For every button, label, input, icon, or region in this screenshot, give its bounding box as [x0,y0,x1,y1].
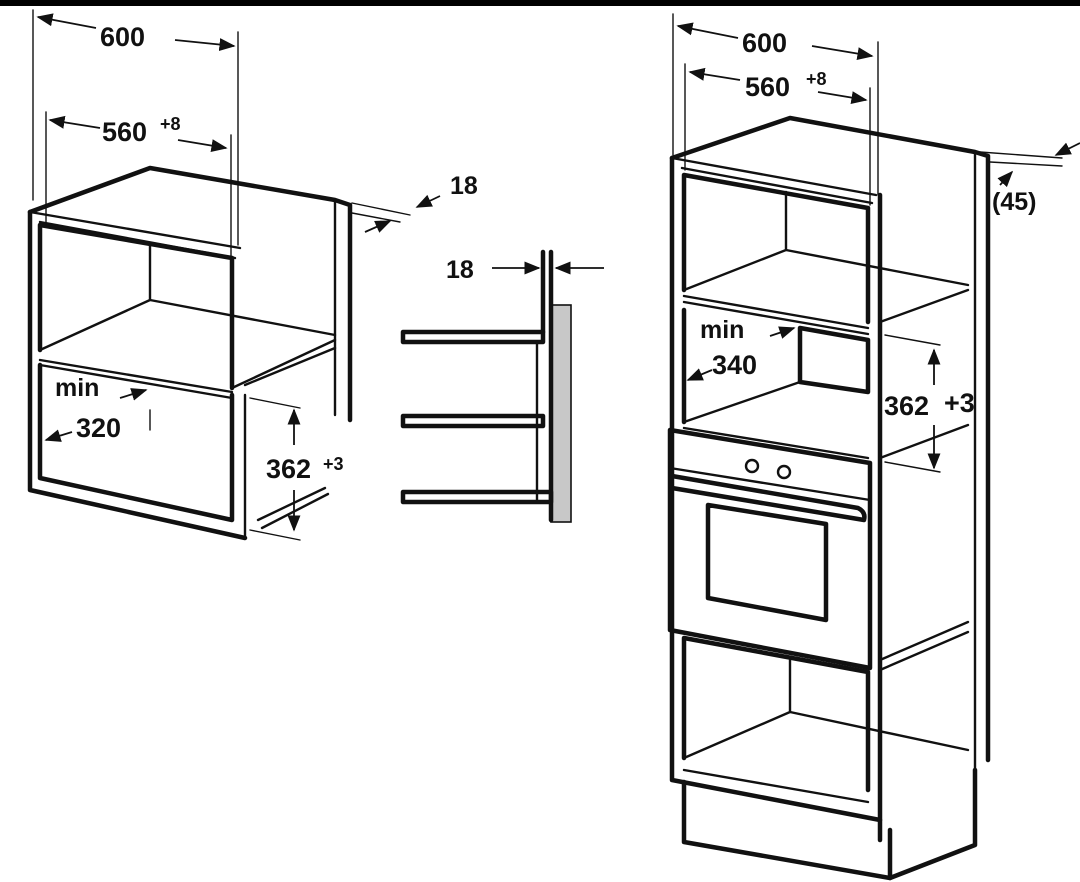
left-inner-width-tolerance: +8 [160,114,181,134]
right-gap-label: (45) [992,188,1036,216]
right-inner-width-tolerance: +8 [806,69,827,89]
middle-thickness-label: 18 [446,256,474,284]
right-height-tolerance: +3 [944,388,975,418]
left-dimension-arrows [36,13,441,532]
left-min-depth-label: 320 [76,413,121,443]
left-width-label: 600 [100,22,145,52]
left-height-tolerance: +3 [323,454,344,474]
middle-bracket-detail: 18 [400,249,604,523]
left-dimension-labels: 600 560 +8 18 min 320 362 +3 [55,22,478,484]
top-border-band [0,0,1080,6]
right-min-depth-label: 340 [712,350,757,380]
right-min-word: min [700,316,744,344]
left-cabinet [27,9,411,541]
right-height-label: 362 [884,391,929,421]
left-height-label: 362 [266,454,311,484]
left-inner-width-label: 560 [102,117,147,147]
left-side-panel-label: 18 [450,172,478,200]
right-inner-width-label: 560 [745,72,790,102]
right-tall-cabinet [667,13,1063,881]
left-min-word: min [55,374,99,402]
right-dimension-arrows [676,22,1080,470]
right-width-label: 600 [742,28,787,58]
right-dimension-labels: 600 560 +8 (45) min 340 362 +3 [700,28,1036,421]
